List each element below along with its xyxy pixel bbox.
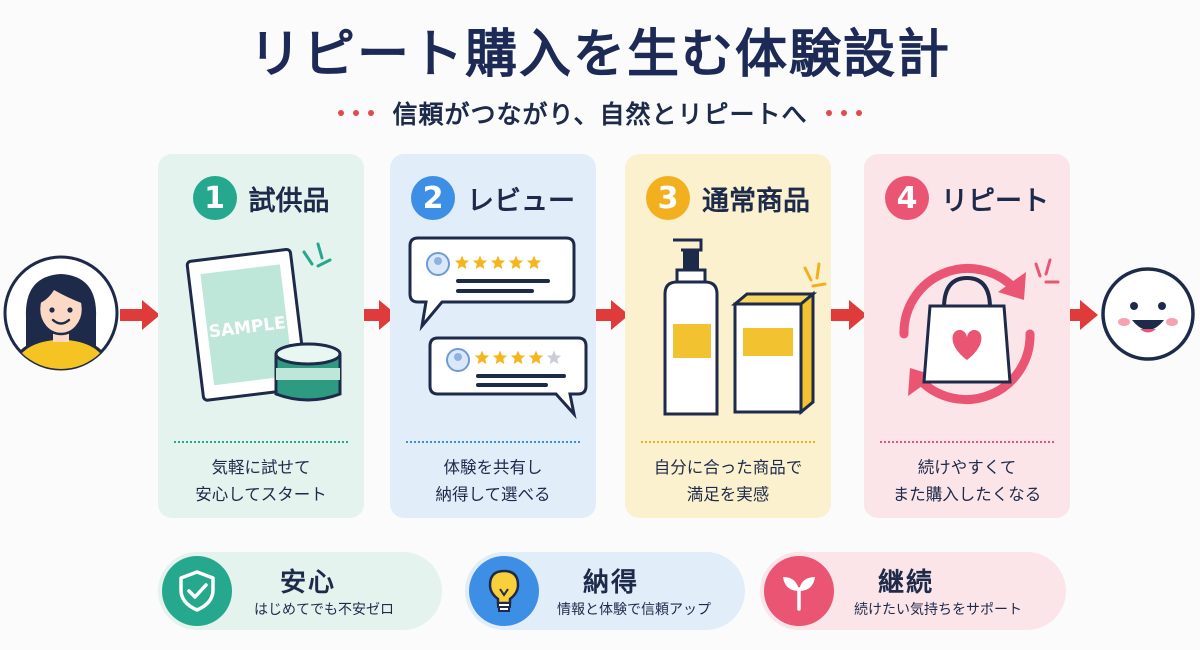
- star-filled-icon: [528, 350, 544, 365]
- description-line: 自分に合った商品で: [653, 458, 803, 477]
- step-title: リピート: [941, 185, 1049, 217]
- step-card-sample: 1 試供品 SAMPLE 気軽に試せて 安心してスタート: [158, 154, 364, 518]
- step-card-repeat: 4 リピート 続けやすくて また購入したくなる: [864, 154, 1070, 518]
- cycle-arrows-icon: [899, 263, 1035, 405]
- sprout-icon: [783, 577, 815, 611]
- step-number-badge: 1: [192, 176, 237, 220]
- star-rating-5: [454, 255, 542, 270]
- customer-avatar-icon: [3, 255, 119, 371]
- product-box-icon: [730, 290, 818, 416]
- star-filled-icon: [474, 350, 490, 365]
- flow-arrow-icon: [120, 300, 160, 330]
- step-title: 試供品: [248, 185, 330, 217]
- description-line: また購入したくなる: [892, 485, 1042, 504]
- value-icon-circle: [764, 556, 834, 626]
- description-line: 続けやすくて: [917, 458, 1017, 477]
- star-filled-icon: [526, 255, 542, 270]
- card-separator: [641, 441, 815, 443]
- decorative-dots-left: [338, 110, 375, 116]
- step-card-product: 3 通常商品 自分に合った商品で 満足を実感: [625, 154, 831, 518]
- description-line: 納得して選べる: [435, 485, 551, 504]
- value-title: 継続: [878, 568, 935, 598]
- star-filled-icon: [492, 350, 508, 365]
- sample-pouch-icon: SAMPLE: [185, 242, 342, 402]
- step-header: 3 通常商品: [625, 176, 831, 220]
- card-separator: [880, 441, 1054, 443]
- card-separator: [406, 441, 580, 443]
- star-filled-icon: [472, 255, 488, 270]
- step-description: 体験を共有し 納得して選べる: [390, 454, 596, 508]
- step-card-review: 2 レビュー 体験を共有し 納得して選べる: [390, 154, 596, 518]
- description-line: 気軽に試せて: [211, 458, 311, 477]
- value-pill-conviction: 納得 情報と体験で信頼アップ: [465, 552, 745, 630]
- value-description: 情報と体験で信頼アップ: [557, 602, 711, 618]
- step-header: 1 試供品: [158, 176, 364, 220]
- step-number-badge: 4: [885, 176, 929, 220]
- description-line: 満足を実感: [686, 485, 770, 504]
- star-rating-4: [474, 350, 562, 365]
- step-description: 続けやすくて また購入したくなる: [864, 454, 1070, 508]
- value-pill-continuation: 継続 続けたい気持ちをサポート: [760, 552, 1066, 630]
- lightbulb-icon: [488, 569, 520, 612]
- shopping-bag-icon: [922, 275, 1012, 384]
- step-title: 通常商品: [702, 185, 810, 217]
- star-filled-icon: [508, 255, 524, 270]
- flow-arrow-icon: [827, 300, 867, 330]
- decorative-dots-right: [825, 110, 862, 116]
- value-pill-relief: 安心 はじめてでも不安ゼロ: [158, 552, 442, 630]
- card-separator: [174, 441, 348, 443]
- shield-check-icon: [179, 570, 215, 612]
- flow-arrow-icon: [357, 300, 397, 330]
- value-title: 安心: [280, 568, 337, 598]
- star-filled-icon: [510, 350, 526, 365]
- step-number-badge: 2: [411, 176, 455, 220]
- page-title: リピート購入を生む体験設計: [248, 25, 951, 85]
- flow-arrow-icon: [1058, 300, 1098, 330]
- star-empty-icon: [546, 350, 562, 365]
- review-bubbles-icon: [408, 236, 588, 420]
- product-bottle-box-icon: [663, 238, 827, 416]
- step-number-badge: 3: [646, 176, 690, 220]
- value-description: はじめてでも不安ゼロ: [254, 602, 394, 618]
- repeat-cycle-bag-icon: [899, 258, 1060, 405]
- step-header: 2 レビュー: [390, 176, 596, 220]
- subtitle-row: 信頼がつながり、自然とリピートへ: [0, 95, 1200, 131]
- step-title: レビュー: [467, 185, 575, 217]
- step-description: 気軽に試せて 安心してスタート: [158, 454, 364, 508]
- happy-face-icon: [1101, 267, 1195, 361]
- value-icon-circle: [162, 556, 232, 626]
- star-filled-icon: [490, 255, 506, 270]
- cream-jar-icon: [274, 342, 342, 402]
- pump-bottle-icon: [663, 238, 719, 416]
- step-header: 4 リピート: [864, 176, 1070, 220]
- step-description: 自分に合った商品で 満足を実感: [625, 454, 831, 508]
- value-title: 納得: [583, 568, 640, 598]
- value-description: 続けたい気持ちをサポート: [854, 602, 1022, 618]
- value-icon-circle: [469, 556, 539, 626]
- page-subtitle: 信頼がつながり、自然とリピートへ: [392, 100, 808, 129]
- description-line: 体験を共有し: [443, 458, 543, 477]
- flow-arrow-icon: [589, 300, 629, 330]
- star-filled-icon: [454, 255, 470, 270]
- description-line: 安心してスタート: [195, 485, 327, 504]
